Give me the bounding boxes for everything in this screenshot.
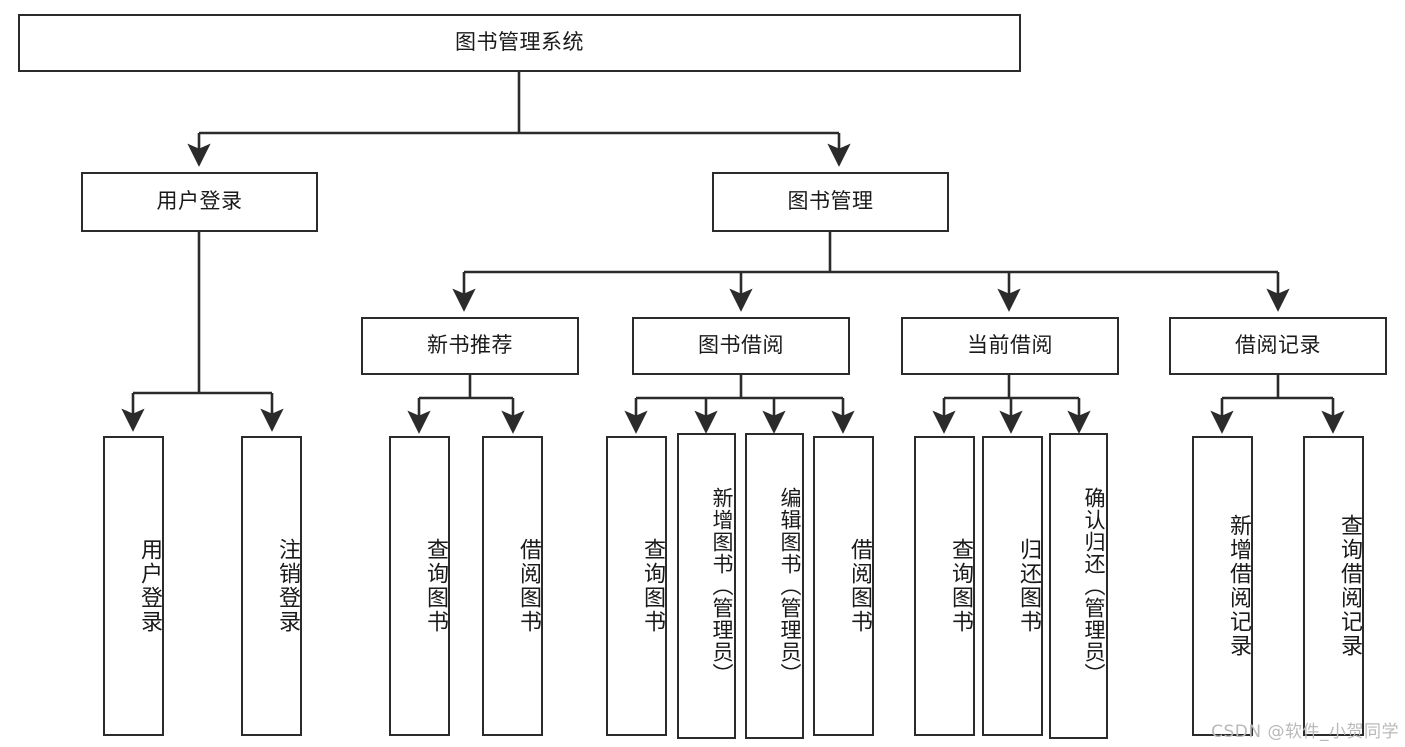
leaf-current-confirm-return-admin[interactable]: 确认归还（管理员） <box>1049 433 1108 739</box>
node-borrow-record[interactable]: 借阅记录 <box>1169 317 1387 375</box>
node-current-borrow[interactable]: 当前借阅 <box>901 317 1119 375</box>
leaf-borrow-borrow-book[interactable]: 借阅图书 <box>813 436 874 736</box>
leaf-recommend-query-book[interactable]: 查询图书 <box>389 436 450 736</box>
node-label: 注销登录 <box>275 538 300 634</box>
node-label: 新增图书（管理员） <box>710 487 734 685</box>
leaf-logout-login[interactable]: 注销登录 <box>241 436 302 736</box>
node-label: 图书管理 <box>787 189 874 214</box>
node-label: 查询借阅记录 <box>1337 514 1362 658</box>
node-label: 借阅图书 <box>847 538 872 634</box>
leaf-current-query-book[interactable]: 查询图书 <box>914 436 975 736</box>
node-book-borrow[interactable]: 图书借阅 <box>632 317 850 375</box>
leaf-current-return-book[interactable]: 归还图书 <box>982 436 1043 736</box>
csdn-watermark: CSDN @软件_小贺同学 <box>1211 722 1399 742</box>
node-label: 查询图书 <box>423 538 448 634</box>
node-label: 新增借阅记录 <box>1226 514 1251 658</box>
node-label: 图书借阅 <box>698 333 784 358</box>
node-label: 借阅图书 <box>516 538 541 634</box>
node-new-book-recommend[interactable]: 新书推荐 <box>361 317 579 375</box>
node-label: 当前借阅 <box>967 333 1053 358</box>
node-user-login[interactable]: 用户登录 <box>81 172 318 232</box>
leaf-record-add-borrow-record[interactable]: 新增借阅记录 <box>1192 436 1253 736</box>
leaf-borrow-edit-book-admin[interactable]: 编辑图书（管理员） <box>745 433 804 739</box>
leaf-borrow-add-book-admin[interactable]: 新增图书（管理员） <box>677 433 736 739</box>
node-label: 图书管理系统 <box>455 30 584 55</box>
node-label: 编辑图书（管理员） <box>778 487 802 685</box>
node-label: 归还图书 <box>1016 538 1041 634</box>
node-label: 借阅记录 <box>1235 333 1321 358</box>
node-label: 查询图书 <box>640 538 665 634</box>
leaf-record-query-borrow-record[interactable]: 查询借阅记录 <box>1303 436 1364 736</box>
node-label: 确认归还（管理员） <box>1082 487 1106 685</box>
node-label: 新书推荐 <box>427 333 513 358</box>
leaf-user-login[interactable]: 用户登录 <box>103 436 164 736</box>
leaf-borrow-query-book[interactable]: 查询图书 <box>606 436 667 736</box>
node-label: 查询图书 <box>948 538 973 634</box>
node-book-management[interactable]: 图书管理 <box>712 172 949 232</box>
node-label: 用户登录 <box>137 538 162 634</box>
leaf-recommend-borrow-book[interactable]: 借阅图书 <box>482 436 543 736</box>
node-label: 用户登录 <box>156 189 243 214</box>
node-root-system[interactable]: 图书管理系统 <box>18 14 1021 72</box>
